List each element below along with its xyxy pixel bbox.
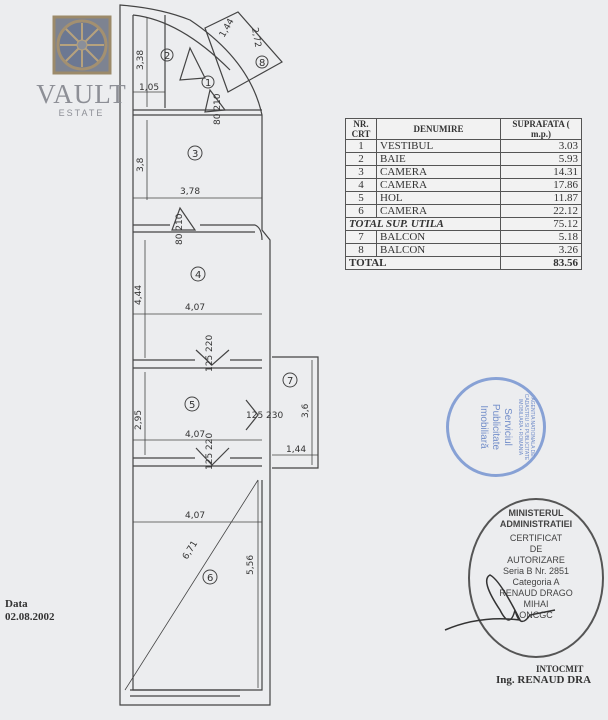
dim-door-3: 80 210 — [213, 93, 223, 125]
door-swings — [171, 46, 259, 466]
wall-2-3 — [133, 109, 262, 116]
dimension-lines — [124, 18, 318, 691]
balcony-8 — [204, 11, 283, 93]
wall-5-6 — [133, 457, 262, 467]
room-7-label: 7 — [287, 376, 293, 387]
cadastre-stamp-line: Serviciul — [502, 408, 513, 446]
authorization-stamp-line: ONCGC — [519, 610, 553, 620]
date-label: Data — [5, 598, 28, 610]
dim-door-4: 80 210 — [175, 213, 185, 245]
bottom-window — [130, 689, 240, 697]
dim-r6-h: 5,56 — [246, 555, 256, 575]
dim-r5-h: 2,95 — [134, 410, 144, 430]
author-name: Ing. RENAUD DRA — [496, 674, 592, 686]
room-2-label: 2 — [164, 51, 170, 62]
header-name: DENUMIRE — [376, 118, 501, 140]
dim-door-6: 125 220 — [205, 433, 215, 470]
date-value: 02.08.2002 — [5, 611, 55, 623]
dim-r2-w: 1,05 — [139, 83, 159, 93]
logo-sub: ESTATE — [58, 108, 105, 118]
wall-4-5 — [133, 359, 262, 369]
cadastre-stamp-ring: AGENTIA NATIONALA DE CADASTRU SI PUBLICI… — [517, 393, 535, 461]
author-prefix: INTOCMIT — [536, 664, 584, 674]
cadastre-stamp: AGENTIA NATIONALA DE CADASTRU SI PUBLICI… — [446, 377, 546, 477]
authorization-stamp-line: MIHAI — [523, 599, 549, 609]
room-4-label: 4 — [195, 270, 201, 281]
room-8-label: 8 — [259, 58, 265, 69]
dim-door-7: 125 230 — [246, 411, 283, 421]
header-nr: NR. CRT — [345, 118, 377, 140]
dim-r2-h: 3,38 — [136, 50, 146, 70]
date-block: Data 02.08.2002 — [5, 598, 55, 624]
vault-door-icon — [52, 15, 111, 75]
authorization-stamp-line: CERTIFICAT — [509, 533, 563, 543]
dim-b7-h: 3,6 — [301, 403, 311, 418]
authorization-stamp-line: AUTORIZARE — [507, 555, 565, 565]
dim-r4-h: 4,44 — [134, 285, 144, 305]
logo-name: VAULT — [36, 79, 127, 109]
dim-door-5: 125 220 — [205, 335, 215, 372]
dim-b8-h: 2,72 — [249, 27, 262, 48]
header-area: SUPRAFATA ( m.p.) — [500, 118, 582, 140]
cadastre-stamp-line: Publicitate — [490, 403, 501, 451]
cadastre-stamp-line: Imobiliară — [478, 405, 489, 449]
room-6-label: 6 — [207, 573, 213, 584]
dim-r6-diag: 6,71 — [181, 539, 200, 561]
room-1-label: 1 — [205, 78, 211, 89]
balcony-7 — [272, 356, 319, 469]
vault-estate-logo: VAULT ESTATE — [34, 15, 129, 118]
authorization-stamp-line: RENAUD DRAGO — [499, 588, 573, 598]
dimension-labels: 3,38 1,05 3,8 3,78 4,44 4,07 2,95 4,07 4… — [134, 17, 311, 575]
authorization-stamp-line: Seria B Nr. 2851 — [502, 566, 570, 576]
room-labels: 2 1 3 4 5 6 7 8 — [160, 48, 298, 585]
authorization-stamp-line: DE — [529, 544, 543, 554]
room-3-label: 3 — [192, 149, 198, 160]
dim-r6-w: 4,07 — [185, 511, 205, 521]
authorization-stamp: MINISTERUL ADMINISTRATIEI CERTIFICAT DE … — [468, 498, 604, 658]
dim-b7-w: 1,44 — [286, 445, 306, 455]
authorization-stamp-ring: MINISTERUL ADMINISTRATIEI — [499, 508, 573, 529]
dim-r3-w: 3,78 — [180, 187, 200, 197]
authorization-stamp-line: Categoria A — [512, 577, 560, 587]
dim-r5-w: 4,07 — [185, 430, 205, 440]
dim-r4-w: 4,07 — [185, 303, 205, 313]
wall-3-4 — [133, 224, 263, 241]
room-5-label: 5 — [189, 400, 195, 411]
dim-r3-h: 3,8 — [136, 157, 146, 172]
inner-wall — [132, 14, 263, 691]
signature — [444, 574, 556, 631]
